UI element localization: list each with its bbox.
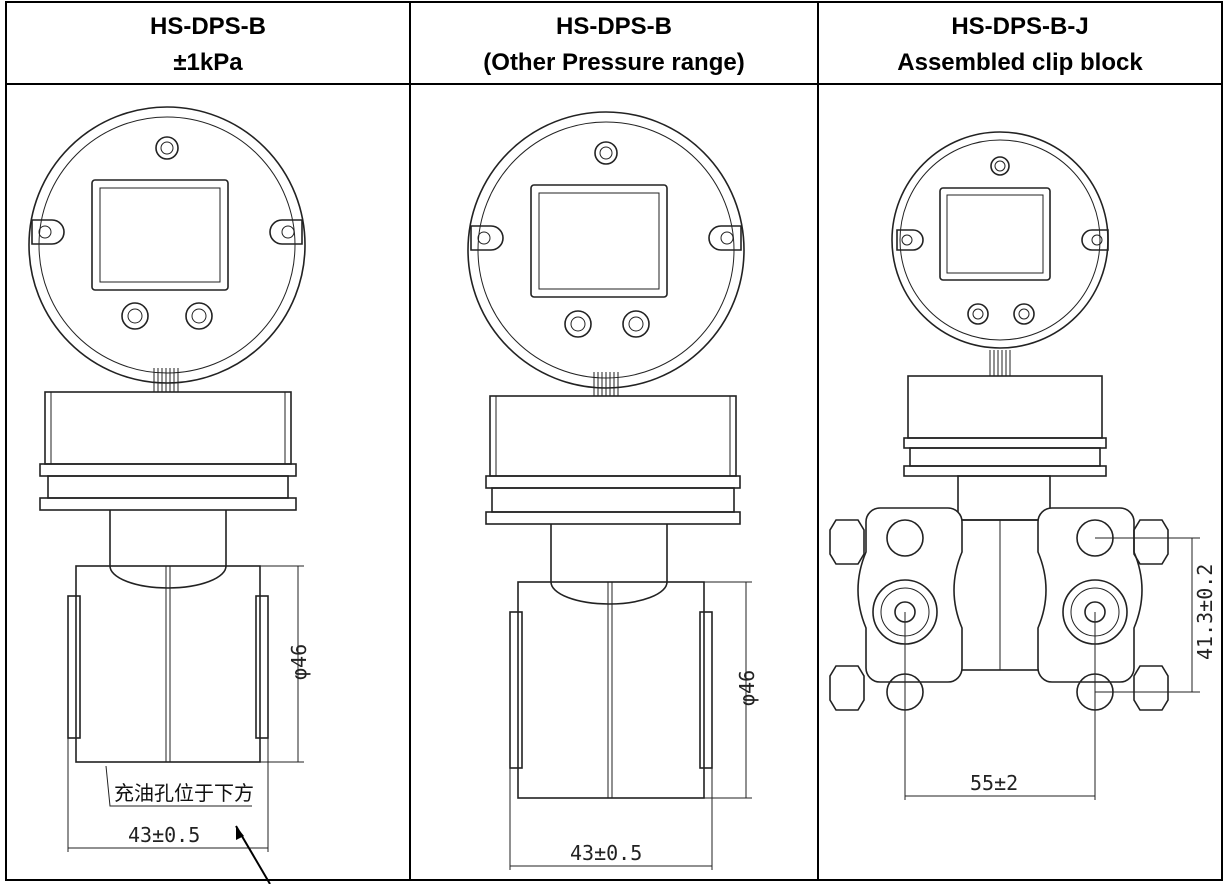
drawing-middle: φ46 43±0.5 [467,111,759,870]
left-diameter-label: φ46 [287,644,311,680]
col3-subtitle: Assembled clip block [897,49,1143,76]
middle-width-label: 43±0.5 [570,841,642,865]
col1-title: HS-DPS-B [150,13,266,40]
col1-subtitle: ±1kPa [173,49,243,76]
col2-title: HS-DPS-B [556,13,672,40]
drawing-right: 41.3±0.2 55±2 [829,131,1217,800]
right-width-label: 55±2 [970,771,1018,795]
right-height-label: 41.3±0.2 [1193,564,1217,660]
drawing-left: φ46 43±0.5 充油孔位于下方 [28,106,311,884]
middle-diameter-label: φ46 [735,670,759,706]
header-row: HS-DPS-B ±1kPa HS-DPS-B (Other Pressure … [150,13,1143,76]
col2-subtitle: (Other Pressure range) [483,49,744,76]
left-fill-hole-note: 充油孔位于下方 [114,781,254,805]
col3-title: HS-DPS-B-J [951,13,1088,40]
table-grid [5,1,1223,881]
left-width-label: 43±0.5 [128,823,200,847]
